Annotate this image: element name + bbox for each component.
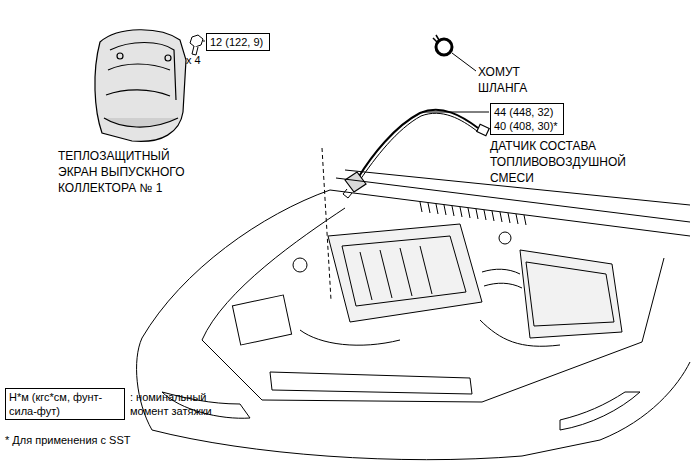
heat-shield-rib — [106, 90, 170, 96]
legend-text: Н*м (кгс*см, фунт-сила-фут) — [9, 390, 121, 418]
heat-shield-hole — [165, 55, 171, 61]
torque-value: 12 (122, 9) — [210, 35, 266, 49]
bolt-shank — [192, 46, 198, 55]
cowl-line — [330, 190, 690, 236]
heat-shield-rib — [108, 64, 170, 70]
air-box — [520, 250, 622, 338]
headlight — [560, 392, 640, 430]
sensor-wire — [360, 113, 477, 180]
heat-shield-outline — [95, 30, 186, 142]
part-name: ХОМУТ ШЛАНГА — [478, 64, 550, 96]
sensor-connector — [477, 124, 489, 135]
hose — [300, 320, 560, 346]
clamp-ring — [436, 39, 452, 55]
vehicle — [137, 170, 690, 460]
leader-line — [203, 41, 205, 42]
clamp-tab — [433, 35, 439, 42]
heat-shield — [95, 30, 186, 142]
engine-bay — [202, 208, 664, 402]
part-name: ТЕПЛОЗАЩИТНЫЙ ЭКРАН ВЫПУСКНОГО КОЛЛЕКТОР… — [58, 148, 210, 196]
battery — [232, 295, 291, 345]
leader-line — [452, 53, 476, 71]
legend-text: : номинальный момент затяжки — [130, 390, 230, 418]
sensor-tip — [343, 189, 352, 198]
heat-shield-hole — [117, 53, 123, 59]
reservoir-cap — [499, 232, 511, 244]
leader-line — [422, 112, 489, 113]
bolt — [190, 35, 203, 55]
cowl-vents — [420, 202, 526, 225]
part-name: ДАТЧИК СОСТАВА ТОПЛИВОВОЗДУШНОЙ СМЕСИ — [490, 138, 640, 186]
location-line — [322, 148, 331, 300]
af-sensor — [343, 110, 489, 198]
hose-clamp — [433, 35, 452, 55]
engine-cover — [342, 236, 466, 306]
torque-box: 44 (448, 32)40 (408, 30)* — [490, 103, 564, 135]
legend-box: Н*м (кгс*см, фунт-сила-фут) — [5, 388, 125, 420]
note: * Для применения с SST — [5, 432, 131, 448]
intake-duct — [482, 269, 522, 288]
heat-shield-edge — [104, 118, 178, 127]
front-bumper — [152, 430, 522, 460]
bolt-head — [190, 35, 203, 47]
torque-value: 44 (448, 32) — [494, 105, 560, 119]
right-front — [522, 362, 690, 456]
engine-cover-ribs — [360, 246, 432, 300]
engine-block — [328, 224, 482, 322]
torque-box: 12 (122, 9) — [206, 33, 270, 51]
quantity-label: x 4 — [186, 52, 201, 68]
reservoir-cap — [293, 258, 307, 272]
torque-value: 40 (408, 30)* — [494, 119, 560, 133]
air-box-lid — [526, 262, 614, 326]
radiator — [270, 372, 472, 394]
sensor-body — [345, 172, 366, 192]
